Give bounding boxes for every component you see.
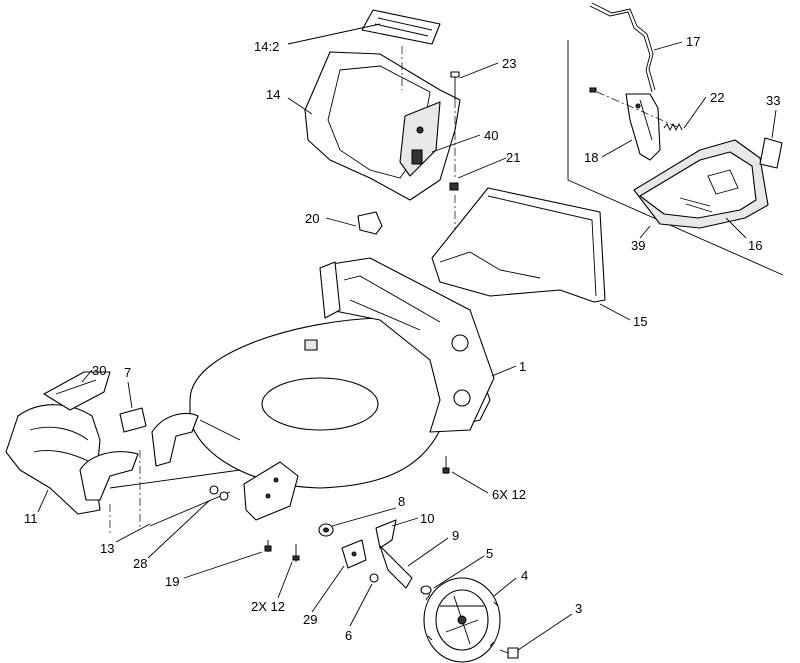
- front-bumper-part: [79, 407, 199, 501]
- grass-bag-part: [633, 139, 769, 229]
- bracket-part: [625, 93, 661, 161]
- deck-housing-part: [189, 257, 495, 489]
- callout-2x12: 2X 12: [251, 599, 285, 614]
- callout-3: 3: [575, 601, 582, 616]
- adjust-lever-part: [375, 519, 413, 589]
- spacer-part: [369, 573, 379, 583]
- handle-frame-part: [319, 261, 341, 319]
- callout-14-2: 14:2: [254, 39, 279, 54]
- callout-13: 13: [100, 541, 114, 556]
- callout-23: 23: [502, 56, 516, 71]
- callout-7: 7: [124, 365, 131, 380]
- bail-rod-part: [589, 2, 656, 93]
- callout-10: 10: [420, 511, 434, 526]
- callout-11: 11: [24, 511, 38, 526]
- decal-part: [759, 137, 783, 169]
- rear-chute-part: [431, 187, 606, 303]
- callout-18: 18: [584, 150, 598, 165]
- height-adjust-plate-part: [243, 461, 299, 521]
- callout-29: 29: [303, 612, 317, 627]
- callout-4: 4: [521, 568, 528, 583]
- front-axle-part: [109, 450, 241, 536]
- callout-30: 30: [92, 363, 106, 378]
- screw-part: [450, 71, 460, 180]
- callout-40: 40: [484, 128, 498, 143]
- callout-15: 15: [633, 314, 647, 329]
- callout-33: 33: [766, 93, 780, 108]
- wheel-part: [423, 577, 501, 663]
- clip-part: [357, 211, 383, 235]
- callout-21: 21: [506, 150, 520, 165]
- callout-6x12: 6X 12: [492, 487, 526, 502]
- spring-part: [589, 87, 683, 132]
- callout-22: 22: [710, 90, 724, 105]
- callout-17: 17: [686, 34, 700, 49]
- callout-5: 5: [486, 546, 493, 561]
- top-decal-part: [361, 9, 441, 45]
- callout-19: 19: [165, 574, 179, 589]
- leader-lines: [37, 23, 777, 651]
- callout-28: 28: [133, 556, 147, 571]
- washer-part: [318, 523, 334, 537]
- callout-39: 39: [631, 238, 645, 253]
- bolt-part: [264, 456, 450, 562]
- callout-20: 20: [305, 211, 319, 226]
- inset-frame: [567, 40, 784, 276]
- callout-8: 8: [398, 494, 405, 509]
- callout-6: 6: [345, 628, 352, 643]
- axle-bolt-part: [420, 585, 432, 595]
- callout-14: 14: [266, 87, 280, 102]
- front-shroud-part: [5, 371, 111, 515]
- callout-1: 1: [519, 359, 526, 374]
- wheel-screw-part: [499, 647, 519, 659]
- rear-cover-part: [304, 46, 461, 201]
- pivot-bracket-part: [341, 539, 367, 569]
- callout-labels: 14:2 14 23 40 21 20 17 22 33 18 39 16 15…: [24, 34, 780, 643]
- callout-16: 16: [748, 238, 762, 253]
- callout-9: 9: [452, 528, 459, 543]
